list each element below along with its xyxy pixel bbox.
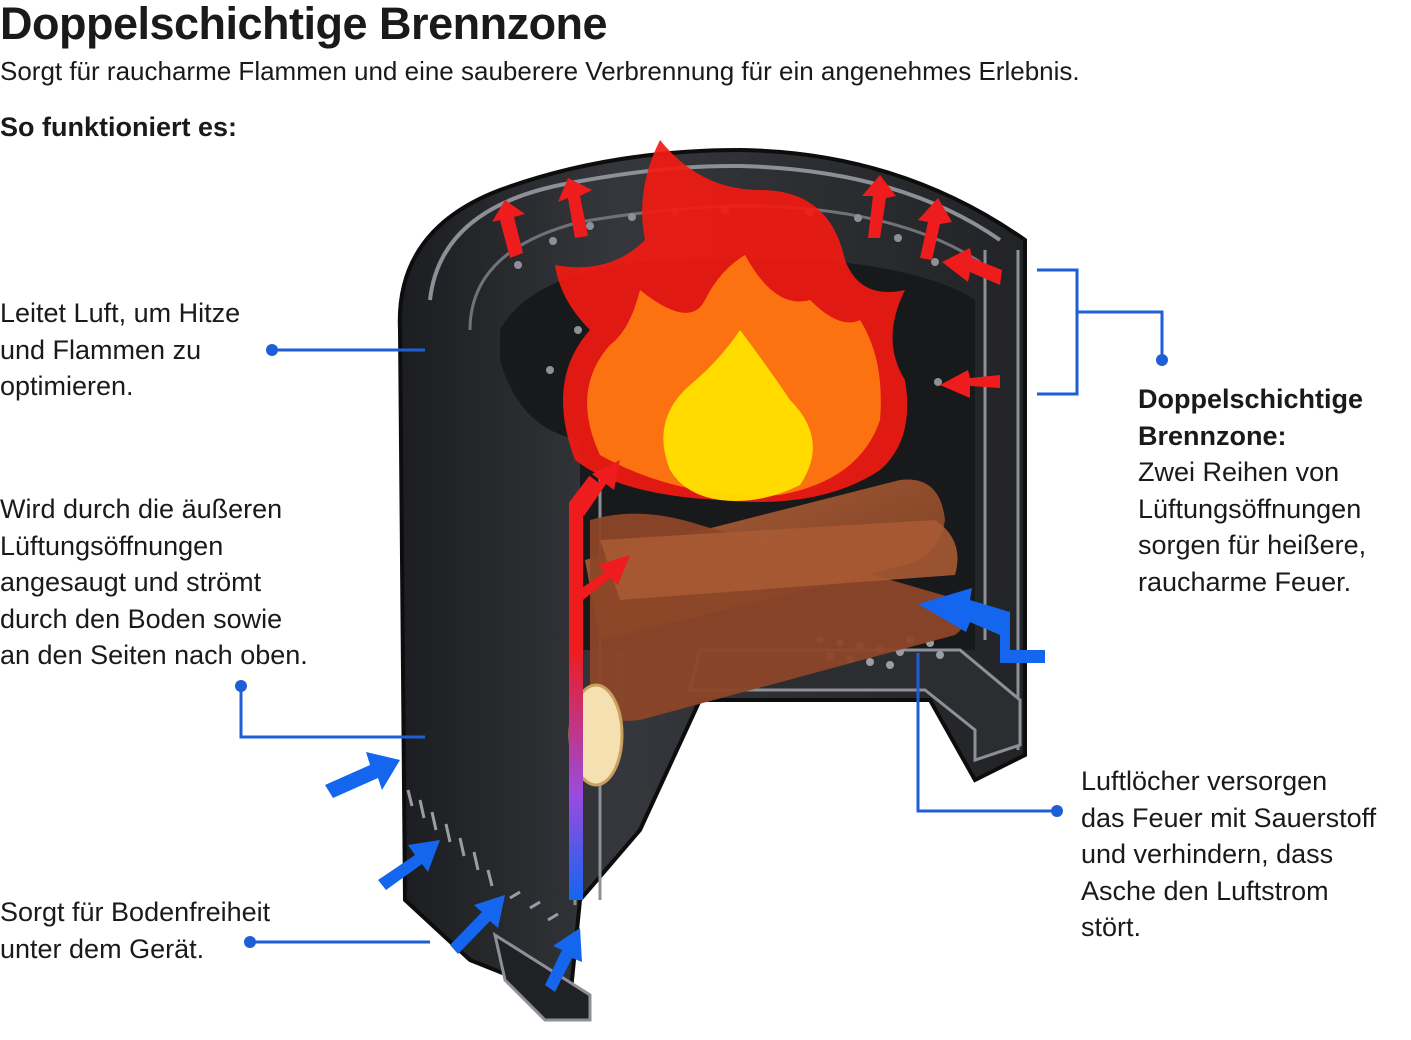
- callout-line-air-holes: [916, 653, 1057, 813]
- heat-rising-channel-left: [569, 475, 601, 900]
- how-it-works-heading: So funktioniert es:: [0, 112, 238, 142]
- firewood-logs: [568, 479, 967, 787]
- flame-core: [663, 330, 813, 501]
- intake-arrow-icon: [325, 752, 400, 798]
- callout-double-wall-text: Doppelschichtige Brennzone: Zwei Reihen …: [1138, 384, 1367, 597]
- hot-arrow-icon: [492, 200, 525, 258]
- hot-arrow-icon: [862, 175, 896, 238]
- lower-vent-slots: [406, 789, 559, 922]
- callout-intake-text: Wird durch die äußeren Lüftungsöffnungen…: [0, 494, 308, 670]
- callout-airflow-text: Leitet Luft, um Hitze und Flammen zu opt…: [0, 298, 241, 401]
- callout-dot: [1156, 354, 1168, 366]
- intake-arrow-icon: [918, 588, 1045, 663]
- hot-arrow-icon: [940, 370, 1000, 398]
- log-cross: [600, 520, 958, 600]
- callout-bracket-double-wall: [1037, 268, 1164, 396]
- intake-arrow-icon: [545, 928, 582, 992]
- callout-dot: [235, 680, 247, 692]
- air-intake-arrows: [325, 588, 1045, 992]
- callout-dot: [266, 344, 278, 356]
- callout-dots: [235, 344, 1168, 948]
- upper-vent-holes: [514, 206, 942, 386]
- hot-arrow-icon: [918, 198, 952, 260]
- hot-arrow-icon: [558, 178, 592, 238]
- callout-lines: [239, 268, 1164, 944]
- intake-arrow-icon: [450, 895, 505, 954]
- hot-arrow-icon: [576, 460, 620, 516]
- base-legs: [492, 931, 592, 1022]
- callout-air-holes-text: Luftlöcher versorgen das Feuer mit Sauer…: [1081, 766, 1377, 942]
- callout-line-intake: [239, 686, 425, 739]
- hot-arrow-icon: [942, 248, 1002, 285]
- callout-clearance-text: Sorgt für Bodenfreiheit unter dem Gerät.: [0, 897, 271, 964]
- intake-arrow-icon: [378, 840, 440, 890]
- callout-dot: [1051, 805, 1063, 817]
- page-title: Doppelschichtige Brennzone: [0, 0, 608, 49]
- hot-arrow-icon: [576, 555, 630, 600]
- fire-flames: [555, 140, 908, 502]
- page-subtitle: Sorgt für raucharme Flammen und eine sau…: [0, 56, 1080, 86]
- hot-air-arrows: [492, 175, 1007, 900]
- right-cut-edge: [983, 250, 1020, 750]
- callout-dot: [244, 936, 256, 948]
